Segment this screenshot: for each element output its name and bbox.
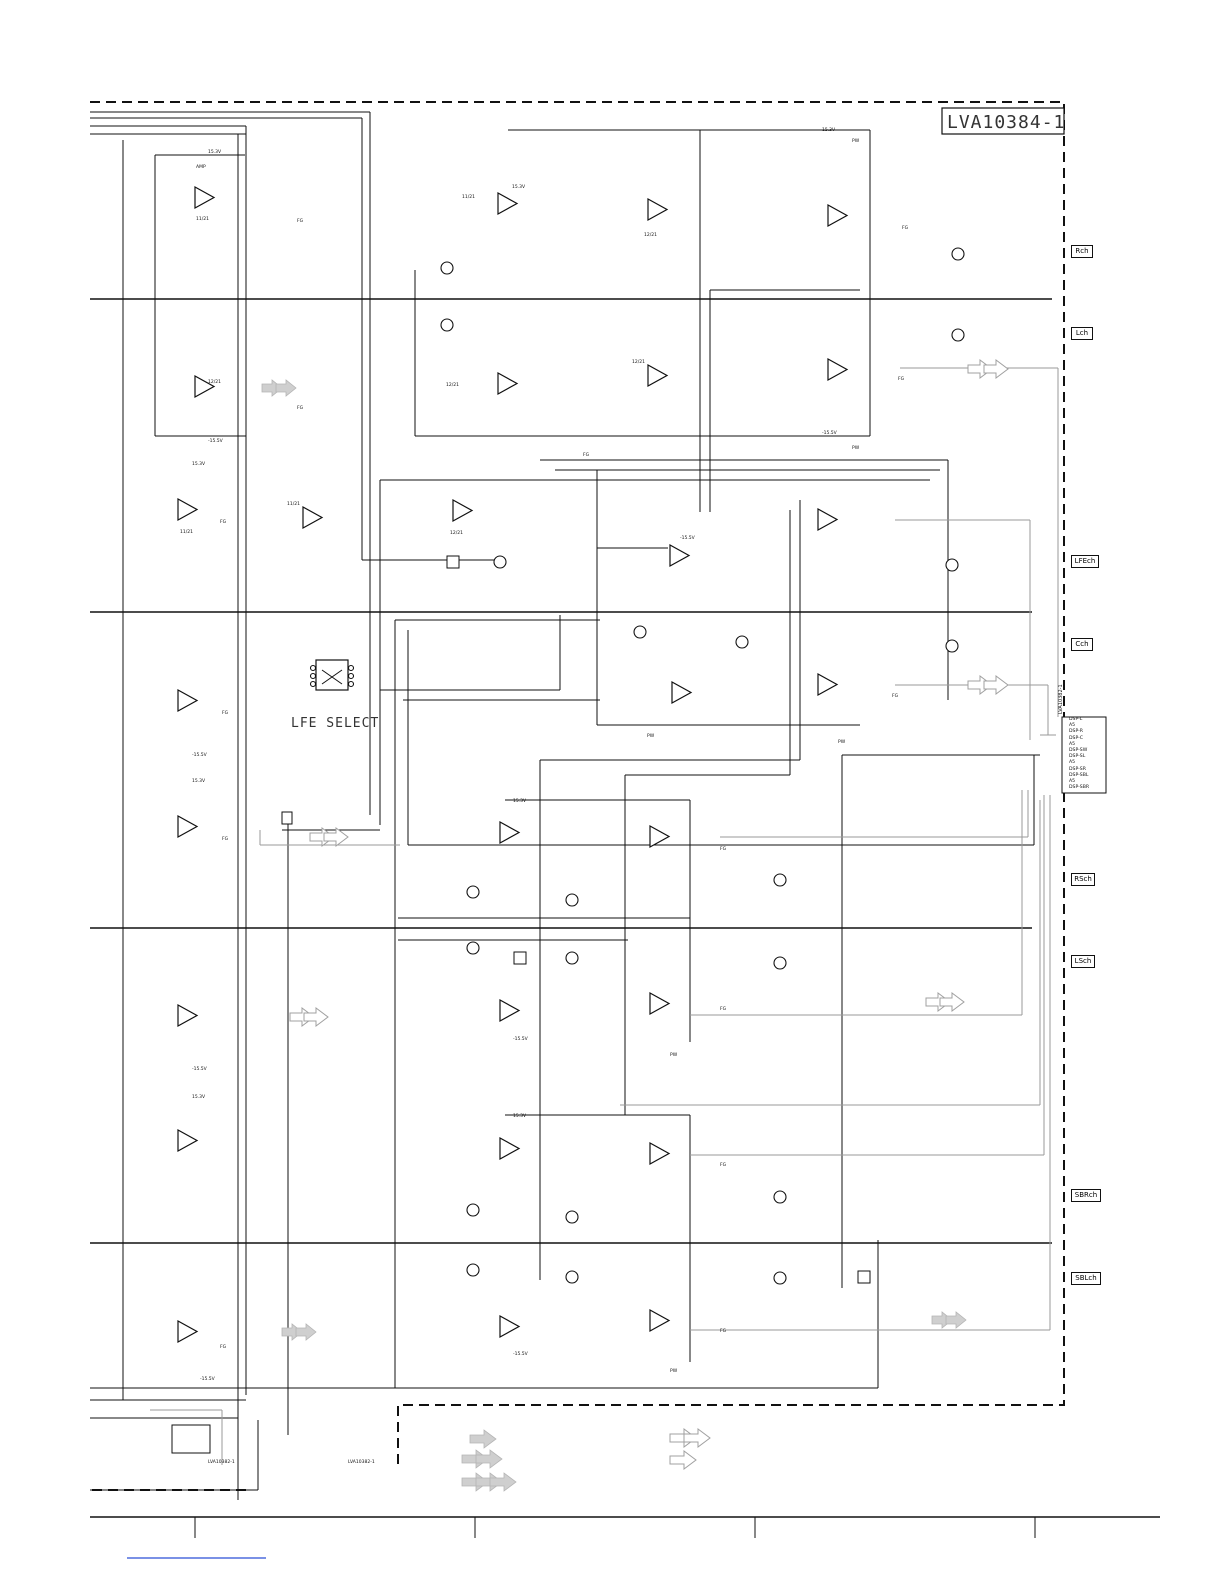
signal-arrows-filled [261, 379, 967, 1492]
svg-text:FG: FG [222, 836, 229, 842]
connector-pin-list: DSP-L A5 DSP-R DSP-C A5 DSP-SW DSP-SL A5… [1069, 717, 1105, 791]
svg-text:PW: PW [670, 1052, 678, 1058]
channel-label-lsch: LSch [1071, 955, 1095, 968]
svg-text:-15.5V: -15.5V [822, 430, 838, 436]
connector-ref-label: LVA10382-1 [1058, 684, 1064, 714]
svg-text:15.3V: 15.3V [192, 461, 206, 467]
svg-text:11/21: 11/21 [287, 501, 300, 507]
channel-label-sbrch: SBRch [1071, 1189, 1101, 1202]
svg-text:15.3V: 15.3V [822, 127, 836, 133]
svg-text:FG: FG [220, 1344, 227, 1350]
board-label-box [941, 107, 1065, 135]
pin-label: DSP-L [1069, 717, 1083, 722]
svg-text:FG: FG [222, 710, 229, 716]
lfe-select-switch [309, 659, 355, 691]
pin-label: DSP-SBL [1069, 772, 1089, 778]
svg-text:PW: PW [670, 1368, 678, 1374]
bus-wires [90, 111, 1040, 1500]
svg-text:PW: PW [852, 138, 860, 144]
channel-label-rsch: RSch [1071, 873, 1095, 886]
op-amps [177, 185, 849, 1344]
signal-paths [150, 367, 1059, 1465]
pin-label: DSP-C [1069, 735, 1083, 741]
svg-text:PW: PW [647, 733, 655, 739]
svg-text:PW: PW [852, 445, 860, 451]
svg-text:15.3V: 15.3V [512, 184, 526, 190]
svg-text:11/21: 11/21 [196, 216, 209, 222]
dsp-connector [1061, 716, 1107, 794]
transistors [185, 247, 965, 1444]
channel-label-sblch: SBLch [1071, 1272, 1101, 1285]
pin-label: A5 [1069, 779, 1076, 785]
svg-text:LVA10382-1: LVA10382-1 [208, 1459, 235, 1465]
svg-text:-15.5V: -15.5V [192, 1066, 208, 1072]
relay-boxes [171, 555, 871, 1454]
channel-label-rch: Rch [1071, 245, 1093, 258]
svg-text:FG: FG [720, 846, 727, 852]
channel-label-lfech: LFEch [1071, 555, 1099, 568]
svg-text:12/21: 12/21 [644, 232, 657, 238]
svg-text:15.3V: 15.3V [513, 798, 527, 804]
bottom-frame [90, 1516, 1160, 1538]
svg-text:11/21: 11/21 [462, 194, 475, 200]
svg-text:15.3V: 15.3V [208, 149, 222, 155]
svg-text:-15.5V: -15.5V [192, 752, 208, 758]
svg-text:FG: FG [720, 1162, 727, 1168]
lfe-select-label: LFE SELECT [291, 716, 379, 731]
pin-label: DSP-SBR [1069, 785, 1090, 791]
pin-label: DSP-SW [1069, 748, 1088, 754]
svg-text:FG: FG [898, 376, 905, 382]
svg-text:FG: FG [902, 225, 909, 231]
channel-label-lch: Lch [1071, 327, 1093, 340]
svg-text:PW: PW [838, 739, 846, 745]
pin-label: A5 [1069, 741, 1076, 747]
svg-text:FG: FG [720, 1328, 727, 1334]
pin-label: A5 [1069, 723, 1076, 729]
pin-label: A5 [1069, 760, 1076, 766]
board-label: LVA10384-1 [947, 112, 1065, 133]
pin-label: DSP-SL [1069, 754, 1086, 760]
svg-text:LVA10382-1: LVA10382-1 [348, 1459, 375, 1465]
svg-text:FG: FG [220, 519, 227, 525]
channel-label-cch: Cch [1071, 638, 1093, 651]
svg-text:15.3V: 15.3V [192, 1094, 206, 1100]
svg-text:FG: FG [583, 452, 590, 458]
svg-text:12/21: 12/21 [446, 382, 459, 388]
svg-text:12/21: 12/21 [208, 379, 221, 385]
component-annotations: 15.3V AMP 11/21 12/21 -15.5V FG FG 15.3V… [180, 127, 909, 1465]
svg-text:-15.5V: -15.5V [513, 1351, 529, 1357]
ground-rails [90, 298, 1052, 1244]
svg-text:12/21: 12/21 [450, 530, 463, 536]
signal-arrows-outline [289, 359, 1009, 1470]
svg-text:FG: FG [297, 218, 304, 224]
svg-text:12/21: 12/21 [632, 359, 645, 365]
svg-text:15.3V: 15.3V [513, 1113, 527, 1119]
svg-text:FG: FG [297, 405, 304, 411]
svg-text:FG: FG [720, 1006, 727, 1012]
svg-text:-15.5V: -15.5V [208, 438, 224, 444]
pin-label: DSP-SR [1069, 766, 1086, 772]
board-outline [90, 101, 1065, 1491]
svg-text:15.3V: 15.3V [192, 778, 206, 784]
pin-label: DSP-R [1069, 729, 1083, 735]
svg-text:-15.5V: -15.5V [680, 535, 696, 541]
svg-text:11/21: 11/21 [180, 529, 193, 535]
svg-text:AMP: AMP [196, 164, 206, 170]
svg-text:-15.5V: -15.5V [513, 1036, 529, 1042]
svg-text:-15.5V: -15.5V [200, 1376, 216, 1382]
svg-text:FG: FG [892, 693, 899, 699]
